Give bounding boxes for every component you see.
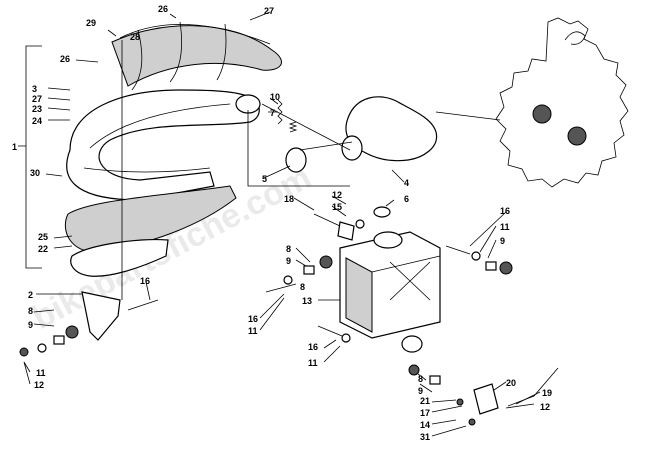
callout-labels: 1 2 3 4 5 6 7 8 8 8 8 9 9 9 9 10 11 11 1… (12, 4, 552, 442)
callout-8: 8 (418, 374, 423, 384)
callout-9: 9 (286, 256, 291, 266)
callout-27: 27 (264, 6, 274, 16)
callout-12: 12 (34, 380, 44, 390)
cap (373, 206, 391, 218)
callout-31: 31 (420, 432, 430, 442)
leader-lines (23, 11, 541, 437)
upper-heat-shield (111, 21, 282, 91)
callout-27: 27 (32, 94, 42, 104)
callout-12: 12 (332, 190, 342, 200)
springs (277, 99, 298, 133)
callout-28: 28 (130, 32, 140, 42)
callout-9: 9 (500, 236, 505, 246)
callout-6: 6 (404, 194, 409, 204)
callout-24: 24 (32, 116, 42, 126)
callout-8: 8 (300, 282, 305, 292)
callout-30: 30 (30, 168, 40, 178)
engine-outline (495, 17, 629, 188)
callout-22: 22 (38, 244, 48, 254)
callout-16: 16 (140, 276, 150, 286)
callout-20: 20 (506, 378, 516, 388)
callout-26: 26 (60, 54, 70, 64)
callout-25: 25 (38, 232, 48, 242)
callout-9: 9 (418, 386, 423, 396)
callout-14: 14 (420, 420, 430, 430)
callout-21: 21 (420, 396, 430, 406)
silencer-box (339, 231, 441, 353)
gasket-ring (285, 147, 307, 173)
callout-11: 11 (308, 358, 318, 368)
callout-8: 8 (286, 244, 291, 254)
callout-8: 8 (28, 306, 33, 316)
callout-18: 18 (284, 194, 294, 204)
hardware-parts (19, 213, 559, 426)
callout-12: 12 (540, 402, 550, 412)
callout-9: 9 (28, 320, 33, 330)
exhaust-manifold (341, 96, 438, 162)
callout-11: 11 (500, 222, 510, 232)
callout-1: 1 (12, 142, 17, 152)
bracket-1 (18, 45, 42, 269)
callout-3: 3 (32, 84, 37, 94)
callout-13: 13 (302, 296, 312, 306)
callout-23: 23 (32, 104, 42, 114)
lower-heat-shield (64, 185, 237, 277)
callout-26: 26 (158, 4, 168, 14)
callout-16: 16 (248, 314, 258, 324)
callout-29: 29 (86, 18, 96, 28)
callout-11: 11 (36, 368, 46, 378)
callout-10: 10 (270, 92, 280, 102)
callout-5: 5 (262, 174, 267, 184)
callout-16: 16 (500, 206, 510, 216)
exhaust-pipe (66, 89, 261, 201)
callout-16: 16 (308, 342, 318, 352)
callout-7: 7 (270, 108, 275, 118)
callout-15: 15 (332, 202, 342, 212)
callout-19: 19 (542, 388, 552, 398)
callout-17: 17 (420, 408, 430, 418)
callout-2: 2 (28, 290, 33, 300)
callout-11: 11 (248, 326, 258, 336)
callout-4: 4 (404, 178, 409, 188)
